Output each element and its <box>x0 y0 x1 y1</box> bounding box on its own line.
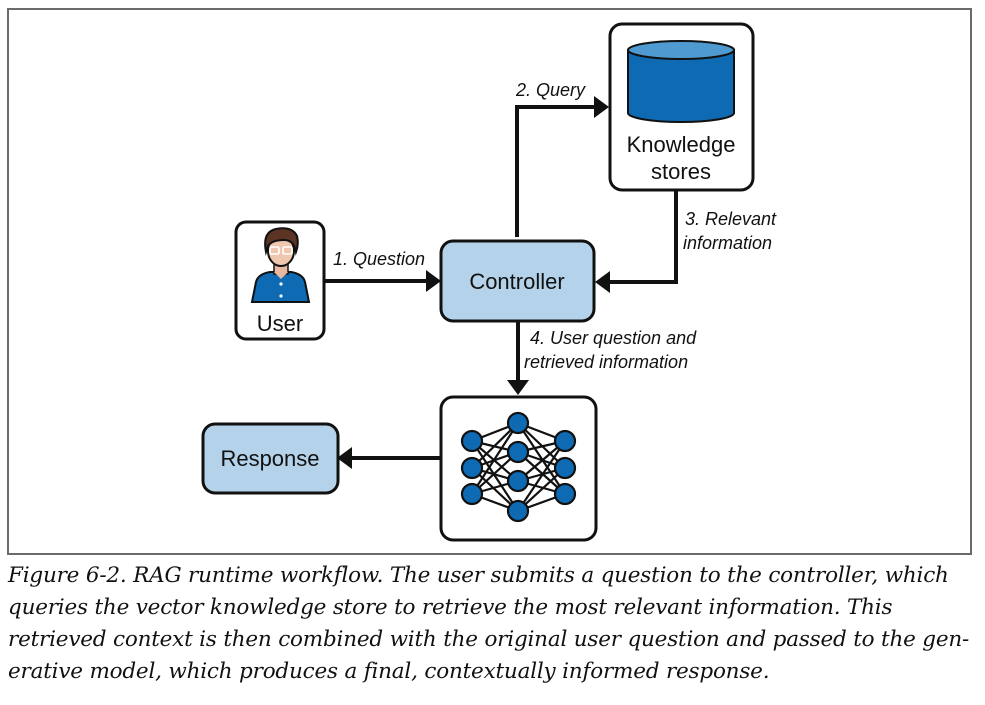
nn-node <box>460 456 484 480</box>
node-knowledge-stores: Knowledge stores <box>608 22 755 192</box>
nn-node <box>506 411 530 435</box>
database-cylinder-icon <box>627 40 735 123</box>
arrowhead-relevant <box>595 271 610 293</box>
figure-caption: Figure 6-2. RAG runtime workflow. The us… <box>8 560 978 688</box>
arrowhead-response <box>337 447 352 469</box>
node-user: User <box>234 220 326 341</box>
nn-node <box>553 456 577 480</box>
edge-query: 2. Query <box>515 80 609 237</box>
caption-line: retrieved context is then combined with … <box>8 627 970 652</box>
nn-node <box>553 429 577 453</box>
caption-line: erative model, which produces a final, c… <box>8 659 770 684</box>
edge-question: 1. Question <box>324 249 441 292</box>
user-label: User <box>257 311 303 336</box>
nn-node <box>506 499 530 523</box>
label-combined-2: retrieved information <box>524 352 688 372</box>
knowledge-label-2: stores <box>651 159 711 184</box>
label-combined-1: 4. User question and <box>530 328 697 348</box>
arrow-relevant <box>606 190 678 284</box>
nn-connection <box>517 422 566 495</box>
response-box <box>201 422 340 495</box>
knowledge-label-1: Knowledge <box>627 132 736 157</box>
controller-label: Controller <box>469 269 564 294</box>
arrowhead-question <box>426 270 441 292</box>
label-relevant-1: 3. Relevant <box>685 209 777 229</box>
arrow-query <box>515 105 598 237</box>
edge-combined: 4. User question and retrieved informati… <box>507 321 697 395</box>
neural-network-icon <box>460 411 577 523</box>
user-avatar-icon <box>250 227 311 303</box>
nn-connection <box>471 440 519 512</box>
label-question: 1. Question <box>333 249 425 269</box>
nn-connection <box>471 422 519 495</box>
nn-connection <box>517 440 566 512</box>
response-label: Response <box>220 446 319 471</box>
node-response: Response <box>201 422 340 495</box>
nn-node <box>460 429 484 453</box>
caption-line: Figure 6-2. RAG runtime workflow. The us… <box>8 563 949 588</box>
nn-node <box>460 482 484 506</box>
arrowhead-combined <box>507 380 529 395</box>
nn-node <box>553 482 577 506</box>
controller-box <box>439 239 596 323</box>
arrowhead-query <box>594 96 609 118</box>
model-box <box>439 395 598 542</box>
label-query: 2. Query <box>515 80 586 100</box>
edge-response <box>337 447 441 469</box>
edge-relevant: 3. Relevant information <box>595 190 777 293</box>
caption-line: queries the vector knowledge store to re… <box>8 595 893 620</box>
nn-node <box>506 469 530 493</box>
node-controller: Controller <box>439 239 596 323</box>
nn-node <box>506 440 530 464</box>
rag-workflow-diagram: 1. Question 2. Query 3. Relevant informa… <box>201 22 777 542</box>
label-relevant-2: information <box>683 233 772 253</box>
node-model <box>439 395 598 542</box>
